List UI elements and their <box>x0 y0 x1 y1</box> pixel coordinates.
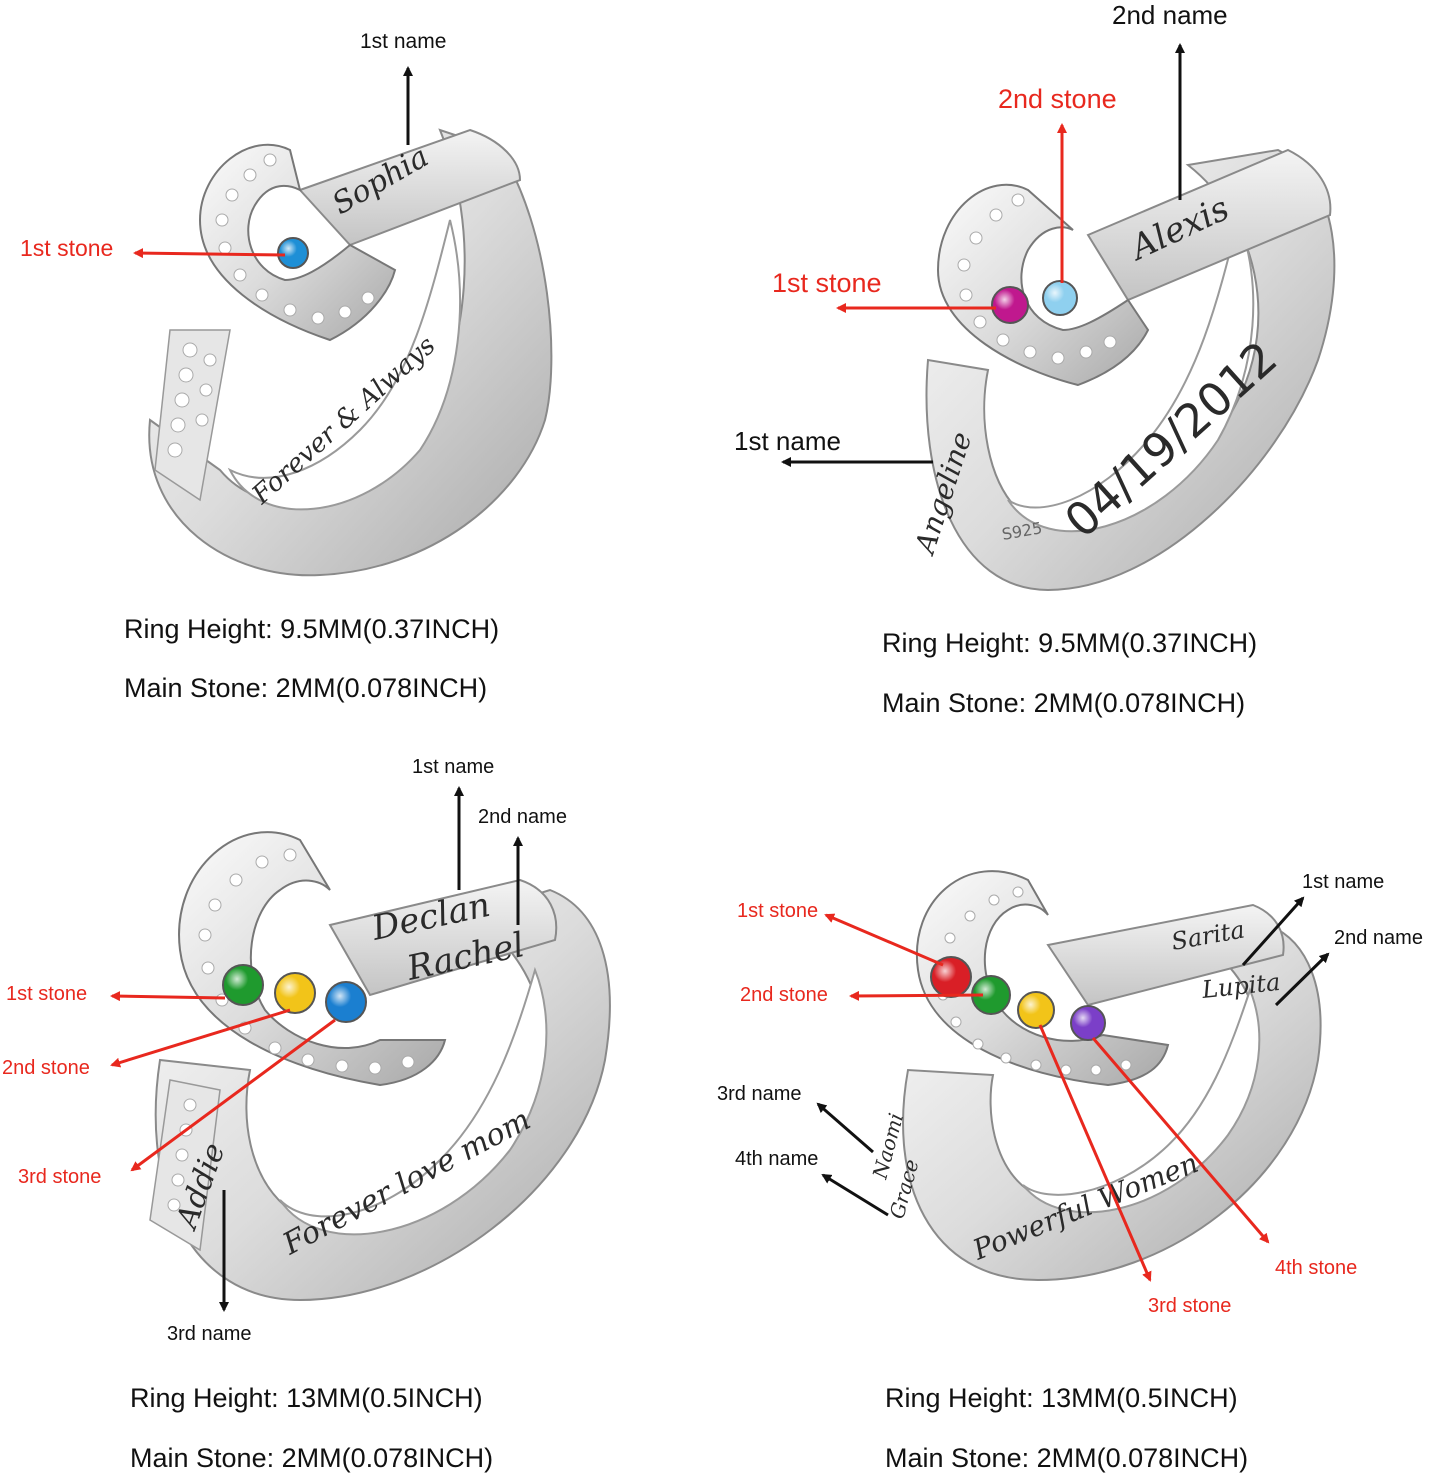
spec-ring-height: Ring Height: 9.5MM(0.37INCH) <box>882 628 1258 658</box>
ring-panel-4: Sarita Lupita Powerful Women Naomi Grace… <box>717 740 1437 1479</box>
arrow-stone-4 <box>1091 1037 1270 1244</box>
spec-main-stone: Main Stone: 2MM(0.078INCH) <box>885 1443 1249 1473</box>
spec-main-stone: Main Stone: 2MM(0.078INCH) <box>882 688 1246 718</box>
arrow-name-3 <box>816 1102 874 1154</box>
spec-ring-height: Ring Height: 13MM(0.5INCH) <box>130 1383 483 1413</box>
ring-panel-1: Sophia Forever & Always 1st name 1st sto… <box>0 0 718 740</box>
arrow-stone-3 <box>1038 1024 1152 1282</box>
arrow-stone-2 <box>110 1008 291 1068</box>
ring-image-4: Sarita Lupita Powerful Women Naomi Grace <box>816 870 1330 1282</box>
label-1st-name: 1st name <box>360 30 447 53</box>
ring-image-2: Alexis 04/19/2012 Angeline S925 <box>781 43 1336 592</box>
arrow-name-4 <box>821 1173 889 1217</box>
label-2nd-stone: 2nd stone <box>740 984 828 1006</box>
ring-image-3: Declan Rachel Forever love mom Addie <box>110 786 611 1312</box>
arrow-stone-3 <box>130 1018 336 1172</box>
ring-panel-2: Alexis 04/19/2012 Angeline S925 2nd name… <box>718 0 1437 740</box>
spec-ring-height: Ring Height: 9.5MM(0.37INCH) <box>124 614 500 644</box>
label-1st-name: 1st name <box>1302 871 1385 893</box>
label-2nd-stone: 2nd stone <box>2 1057 90 1079</box>
label-2nd-name: 2nd name <box>478 806 567 828</box>
arrow-stone-1 <box>133 248 286 259</box>
label-3rd-stone: 3rd stone <box>1148 1295 1232 1317</box>
ring-image-1: Sophia Forever & Always <box>133 66 553 577</box>
label-1st-name: 1st name <box>734 426 841 456</box>
label-1st-stone: 1st stone <box>772 268 882 298</box>
arrow-stone-1 <box>110 991 226 1002</box>
label-3rd-stone: 3rd stone <box>18 1166 102 1188</box>
label-4th-name: 4th name <box>735 1148 819 1170</box>
arrow-name-2 <box>1274 952 1330 1007</box>
spec-ring-height: Ring Height: 13MM(0.5INCH) <box>885 1383 1238 1413</box>
arrow-name-1 <box>1241 896 1305 967</box>
label-3rd-name: 3rd name <box>717 1083 802 1105</box>
ring-panel-3: Declan Rachel Forever love mom Addie 1st… <box>0 740 718 1479</box>
spec-main-stone: Main Stone: 2MM(0.078INCH) <box>130 1443 494 1473</box>
label-3rd-name: 3rd name <box>167 1323 252 1345</box>
arrow-stone-2 <box>849 990 984 1001</box>
label-1st-name: 1st name <box>412 756 495 778</box>
label-2nd-name: 2nd name <box>1112 0 1228 30</box>
label-1st-stone: 1st stone <box>737 900 819 922</box>
label-2nd-stone: 2nd stone <box>998 84 1117 114</box>
label-2nd-name: 2nd name <box>1334 927 1423 949</box>
spec-main-stone: Main Stone: 2MM(0.078INCH) <box>124 673 488 703</box>
label-1st-stone: 1st stone <box>6 983 88 1005</box>
label-1st-stone: 1st stone <box>20 235 114 261</box>
label-4th-stone: 4th stone <box>1275 1257 1358 1279</box>
arrow-stone-1 <box>824 913 944 967</box>
